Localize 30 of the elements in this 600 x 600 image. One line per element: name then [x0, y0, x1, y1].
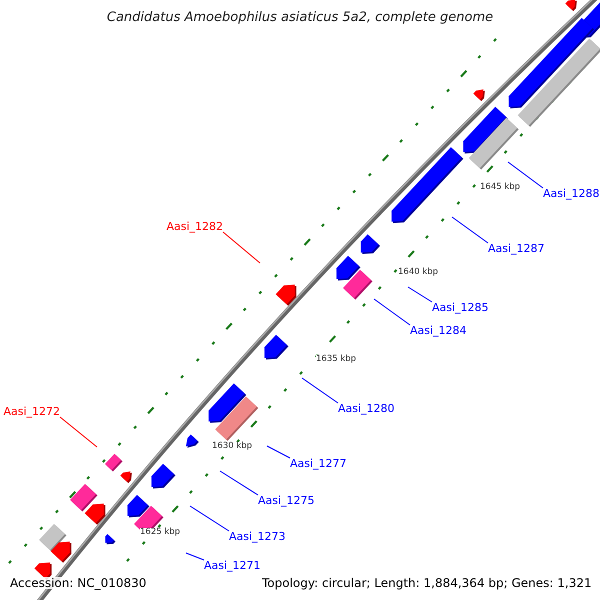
accession-text: Accession: NC_010830: [10, 577, 146, 589]
gene-label: Aasi_1288: [543, 188, 600, 199]
leader-line: [220, 470, 258, 496]
scale-label: 1645 kbp: [480, 183, 520, 192]
gene-label: Aasi_1272: [0, 406, 60, 417]
leader-line: [452, 216, 488, 244]
leader-line: [222, 232, 260, 264]
gene-label: Aasi_1287: [488, 243, 545, 254]
leader-line: [266, 446, 290, 458]
leader-line: [374, 298, 410, 326]
diagram-title: Candidatus Amoebophilus asiaticus 5a2, complete genome: [106, 10, 494, 25]
gene-label: Aasi_1277: [290, 458, 347, 469]
gene-label: Aasi_1280: [338, 403, 395, 414]
gene-label: Aasi_1282: [163, 221, 223, 232]
scale-label: 1640 kbp: [398, 268, 438, 276]
scale-label: 1635 kbp: [316, 355, 356, 364]
gene-label: Aasi_1273: [229, 531, 286, 542]
leader-line: [60, 416, 98, 448]
gene-label: Aasi_1285: [432, 302, 489, 313]
leader-line: [408, 286, 432, 302]
leader-line: [302, 378, 338, 404]
scale-label: 1625 kbp: [140, 528, 180, 536]
scale-label: 1630 kbp: [212, 442, 252, 450]
gene-label: Aasi_1275: [258, 495, 315, 506]
gene-label: Aasi_1284: [410, 325, 467, 336]
leader-line: [190, 506, 230, 532]
gene-label: Aasi_1271: [204, 560, 261, 571]
leader-line: [508, 162, 544, 188]
genome-info-text: Topology: circular; Length: 1,884,364 bp; Genes: 1,321: [262, 577, 592, 589]
leader-line: [186, 552, 204, 560]
